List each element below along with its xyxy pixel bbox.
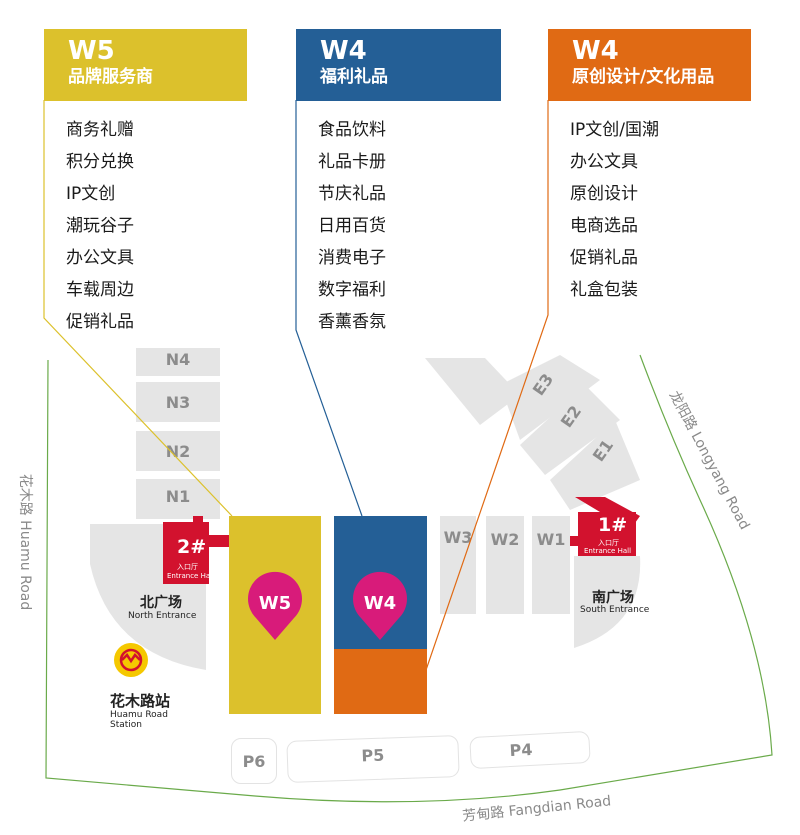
category-list-w4-design: IP文创/国潮 办公文具 原创设计 电商选品 促销礼品 礼盒包装 (570, 114, 659, 306)
entrance-2[interactable]: 2# 入口厅 Entrance Hall (163, 522, 214, 584)
list-item: 香薰香氛 (318, 312, 386, 332)
hall-n2[interactable]: N2 (136, 431, 220, 471)
list-item: 礼品卡册 (318, 152, 386, 172)
category-header-w5: W5 品牌服务商 (44, 29, 247, 101)
category-code: W4 (320, 36, 367, 66)
hall-w2[interactable]: W2 (486, 516, 524, 614)
entrance-2-cn: 入口厅 (177, 563, 198, 571)
south-plaza-label: 南广场 (592, 590, 634, 606)
category-list-w4-benefits: 食品饮料 礼品卡册 节庆礼品 日用百货 消费电子 数字福利 香薰香氛 (318, 114, 386, 338)
entrance-1-cn: 入口厅 (598, 539, 619, 547)
pin-w4-label: W4 (363, 593, 397, 614)
map-pin-icon (248, 571, 302, 640)
list-item: 电商选品 (570, 216, 638, 236)
entrance-1-en: Entrance Hall (584, 547, 632, 555)
list-item: 数字福利 (318, 280, 386, 300)
entrance-2-connector (209, 535, 231, 547)
hall-w3[interactable]: W3 (440, 516, 476, 614)
list-item: 积分兑换 (66, 152, 134, 172)
north-plaza-label: 北广场 (140, 595, 182, 611)
entrance-2-tab (193, 516, 203, 524)
list-item: 礼盒包装 (570, 280, 638, 300)
entrance-1-number: 1# (598, 514, 628, 536)
entrance-1[interactable]: 1# 入口厅 Entrance Hall (578, 512, 636, 556)
station-name: 花木路站 (110, 692, 171, 710)
south-plaza-en: South Entrance (580, 605, 650, 615)
list-item: 日用百货 (318, 216, 386, 236)
parking-p6-label: P6 (242, 752, 266, 771)
list-item: 食品饮料 (318, 120, 386, 140)
list-item: 消费电子 (318, 248, 386, 268)
list-item: 节庆礼品 (318, 184, 386, 204)
metro-icon (114, 643, 148, 677)
list-item: 车载周边 (66, 280, 134, 300)
hall-w2-label: W2 (490, 530, 520, 549)
entrance-2-number: 2# (177, 536, 207, 558)
hall-n3-label: N3 (165, 393, 191, 412)
list-item: 办公文具 (66, 248, 134, 268)
station-en-1: Huamu Road (110, 710, 168, 720)
hall-n4-label: N4 (165, 350, 191, 369)
south-plaza-shape (574, 556, 641, 648)
list-item: 原创设计 (570, 184, 638, 204)
hall-w1-label: W1 (536, 530, 566, 549)
station-en-2: Station (110, 720, 142, 730)
hall-w1[interactable]: W1 (532, 516, 570, 614)
category-title: 原创设计/文化用品 (572, 67, 715, 87)
category-header-w4-benefits: W4 福利礼品 (296, 29, 501, 101)
list-item: 潮玩谷子 (66, 216, 134, 236)
category-code: W4 (572, 36, 619, 66)
map-pin-icon (353, 571, 407, 640)
north-plaza-en: North Entrance (128, 611, 197, 621)
hall-n1[interactable]: N1 (136, 479, 220, 519)
hall-w3-label: W3 (443, 528, 473, 547)
list-item: 商务礼赠 (66, 120, 134, 140)
category-header-w4-design: W4 原创设计/文化用品 (548, 29, 751, 101)
category-code: W5 (68, 36, 115, 66)
hall-n1-label: N1 (165, 487, 191, 506)
list-item: 办公文具 (570, 152, 638, 172)
pin-w5-label: W5 (258, 593, 292, 614)
list-item: IP文创/国潮 (570, 120, 659, 140)
parking-p6[interactable]: P6 (231, 738, 277, 784)
hall-n3[interactable]: N3 (136, 382, 220, 422)
entrance-1-connector (570, 536, 580, 546)
list-item: 促销礼品 (66, 312, 134, 332)
category-title: 福利礼品 (320, 67, 388, 87)
category-title: 品牌服务商 (68, 67, 153, 87)
category-list-w5: 商务礼赠 积分兑换 IP文创 潮玩谷子 办公文具 车载周边 促销礼品 (66, 114, 134, 338)
entrance-2-en: Entrance Hall (167, 572, 215, 580)
hall-n2-label: N2 (165, 442, 191, 461)
list-item: IP文创 (66, 184, 116, 204)
hall-w4-design[interactable] (334, 649, 427, 714)
list-item: 促销礼品 (570, 248, 638, 268)
hall-n4[interactable]: N4 (136, 348, 220, 376)
